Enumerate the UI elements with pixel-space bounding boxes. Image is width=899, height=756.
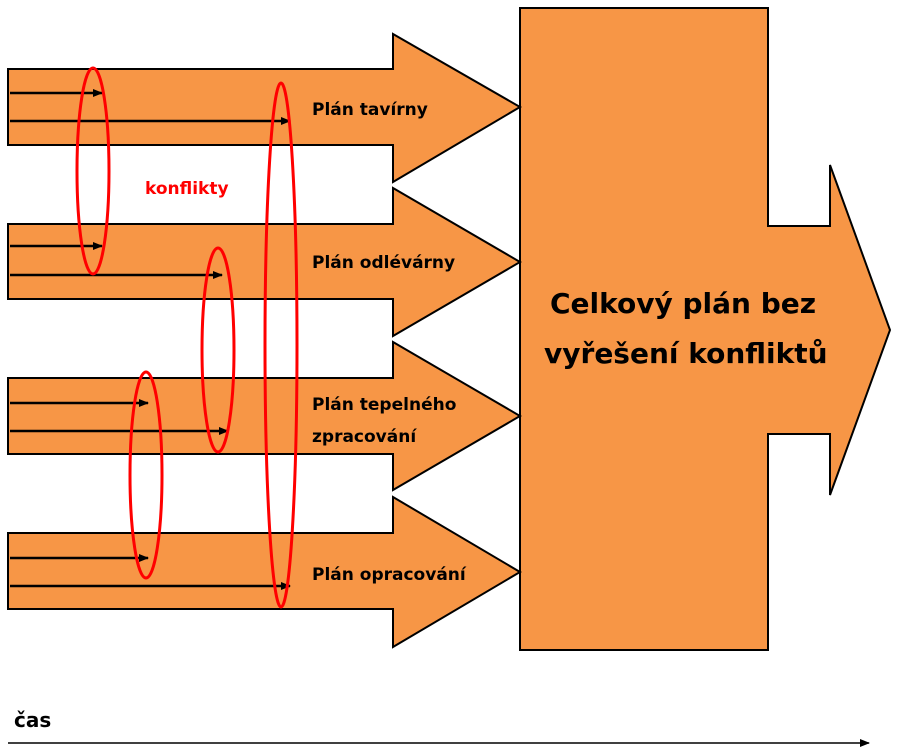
plan-arrow-tavirny bbox=[7, 32, 522, 184]
conflict-ellipse bbox=[75, 66, 111, 276]
plan-label-opracovani: Plán opracování bbox=[312, 565, 467, 585]
conflict-ellipses bbox=[75, 66, 299, 609]
plan-label-odlevarny: Plán odlévárny bbox=[312, 253, 455, 273]
plan-label-tepelneho-line1: Plán tepelného bbox=[312, 395, 456, 415]
overall-plan-label-line2: vyřešení konfliktů bbox=[544, 337, 828, 370]
conflicts-label: konflikty bbox=[145, 179, 229, 199]
conflict-ellipse bbox=[263, 81, 299, 609]
overall-plan-arrow bbox=[519, 7, 892, 651]
plan-arrow-odlevarny bbox=[7, 186, 522, 338]
plan-arrow-opracovani bbox=[7, 495, 522, 649]
task-tracks bbox=[10, 89, 291, 590]
plan-arrow-tepelneho-zpracovani bbox=[7, 340, 522, 492]
overall-plan-label-line1: Celkový plán bez bbox=[550, 287, 816, 320]
plan-label-tepelneho-line2: zpracování bbox=[312, 427, 417, 447]
plan-label-tavirny: Plán tavírny bbox=[312, 100, 428, 120]
conflict-ellipse bbox=[200, 246, 236, 454]
conflict-ellipse bbox=[128, 370, 164, 580]
time-axis-label: čas bbox=[14, 708, 51, 732]
